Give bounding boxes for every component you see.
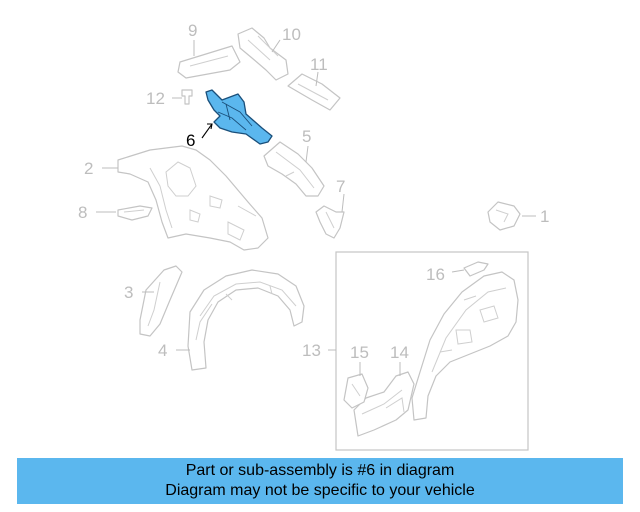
- part-4[interactable]: 4: [158, 269, 305, 371]
- callout-8: 8: [78, 203, 87, 222]
- part-1[interactable]: 1: [487, 201, 549, 231]
- part-7[interactable]: 7: [315, 177, 345, 239]
- callout-7: 7: [336, 177, 345, 196]
- callout-3: 3: [124, 283, 133, 302]
- sub-assembly-box-13: 13: [302, 251, 529, 451]
- part-11[interactable]: 11: [287, 55, 341, 111]
- callout-15: 15: [350, 343, 369, 362]
- callout-4: 4: [158, 341, 167, 360]
- part-14[interactable]: 14: [353, 271, 519, 437]
- callout-12: 12: [146, 89, 165, 108]
- part-6[interactable]: 6: [186, 89, 273, 150]
- callout-9: 9: [188, 21, 197, 40]
- part-8[interactable]: 8: [78, 203, 153, 222]
- part-9[interactable]: 9: [177, 21, 241, 79]
- part-12[interactable]: 12: [146, 89, 193, 108]
- callout-13: 13: [302, 341, 321, 360]
- banner-line-disclaimer: Diagram may not be specific to your vehi…: [165, 482, 475, 499]
- callout-11: 11: [310, 55, 328, 74]
- part-10[interactable]: 10: [237, 25, 301, 81]
- callout-16: 16: [426, 265, 445, 284]
- part-5[interactable]: 5: [263, 127, 325, 197]
- callout-14: 14: [390, 343, 409, 362]
- banner-line-part-info: Part or sub-assembly is #6 in diagram: [185, 462, 455, 479]
- callout-1: 1: [540, 207, 549, 226]
- callout-2: 2: [84, 159, 93, 178]
- part-16[interactable]: 16: [426, 261, 489, 284]
- callout-6: 6: [186, 131, 195, 150]
- callout-5: 5: [302, 127, 311, 146]
- part-15[interactable]: 15: [343, 343, 369, 409]
- callout-10: 10: [282, 25, 301, 44]
- part-3[interactable]: 3: [124, 265, 183, 337]
- info-banner: Part or sub-assembly is #6 in diagram Di…: [17, 458, 623, 504]
- part-2[interactable]: 2: [84, 145, 269, 251]
